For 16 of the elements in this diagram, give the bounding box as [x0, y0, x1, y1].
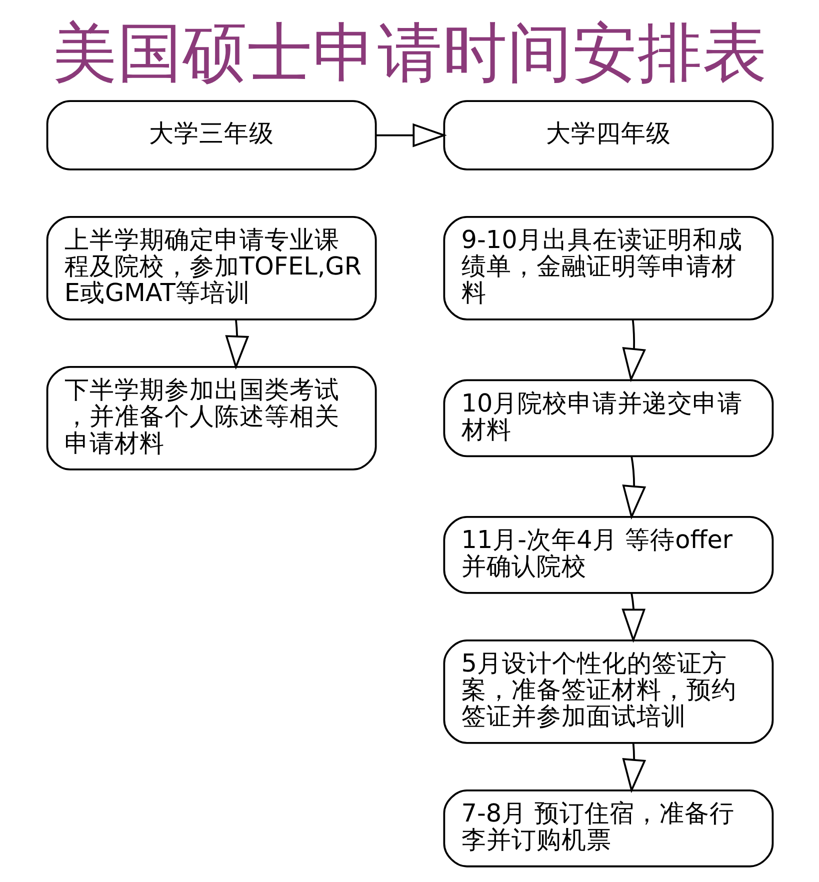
arrow: [621, 593, 646, 643]
node-box: 9-10月出具在读证明和成绩单，金融证明等申请材料: [442, 216, 774, 320]
arrow: [622, 456, 646, 520]
node-box: 大学三年级: [46, 100, 376, 170]
arrow: [375, 123, 446, 148]
node-box: 上半学期确定申请专业课程及院校，参加TOFEL,GRE或GMAT等培训: [46, 216, 376, 320]
diagram-title: 美国硕士申请时间安排表: [52, 16, 767, 91]
arrow: [622, 742, 646, 794]
node-box: 10月院校申请并递交申请材料: [442, 379, 774, 458]
node-box: 5月设计个性化的签证方案，准备签证材料，预约签证并参加面试培训: [442, 639, 774, 744]
node-box: 下半学期参加出国类考试，并准备个人陈述等相关申请材料: [46, 366, 376, 470]
node-box: 大学四年级: [442, 100, 774, 170]
arrow: [224, 320, 249, 370]
node-box: 7-8月 预订住宿，准备行李并订购机票: [442, 789, 774, 868]
node-box: 11月-次年4月 等待offer并确认院校: [442, 516, 774, 594]
arrow: [622, 320, 646, 382]
